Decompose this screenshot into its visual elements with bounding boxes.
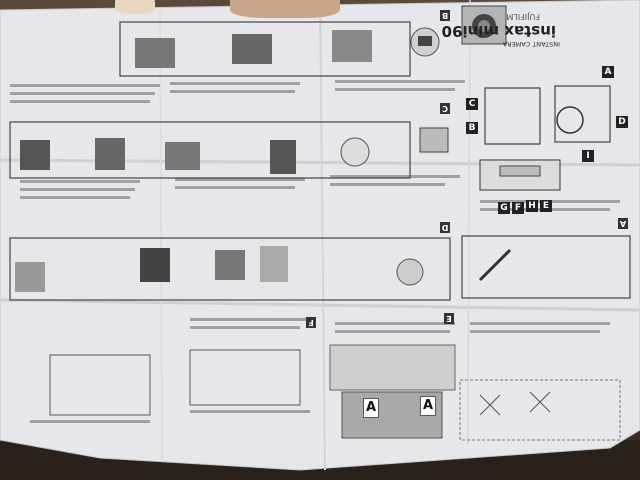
manual-subtitle: INSTANT CAMERA xyxy=(502,40,560,48)
callout-i: I xyxy=(582,150,594,162)
callout-g: G xyxy=(498,202,510,214)
section-c-marker: C xyxy=(440,103,450,114)
section-e-marker: E xyxy=(444,313,454,324)
callout-d: D xyxy=(616,116,628,128)
diagram-a-left: A xyxy=(363,398,379,418)
hand-top xyxy=(230,0,340,18)
model-title: instax mini90 xyxy=(441,22,556,40)
object-top-left xyxy=(115,0,155,14)
callout-h: H xyxy=(526,200,538,212)
callout-f: F xyxy=(512,202,524,214)
callout-b: B xyxy=(466,122,478,134)
section-a-marker: A xyxy=(618,218,628,229)
callout-a: A xyxy=(602,66,614,78)
diagram-a-right: A xyxy=(420,396,436,416)
section-b-marker: B xyxy=(440,10,450,21)
callout-e: E xyxy=(540,200,552,212)
callout-c: C xyxy=(466,98,478,110)
brand-label: FUJIFILM xyxy=(506,12,541,21)
section-d-marker: D xyxy=(440,222,450,233)
section-f-marker: F xyxy=(306,317,316,328)
